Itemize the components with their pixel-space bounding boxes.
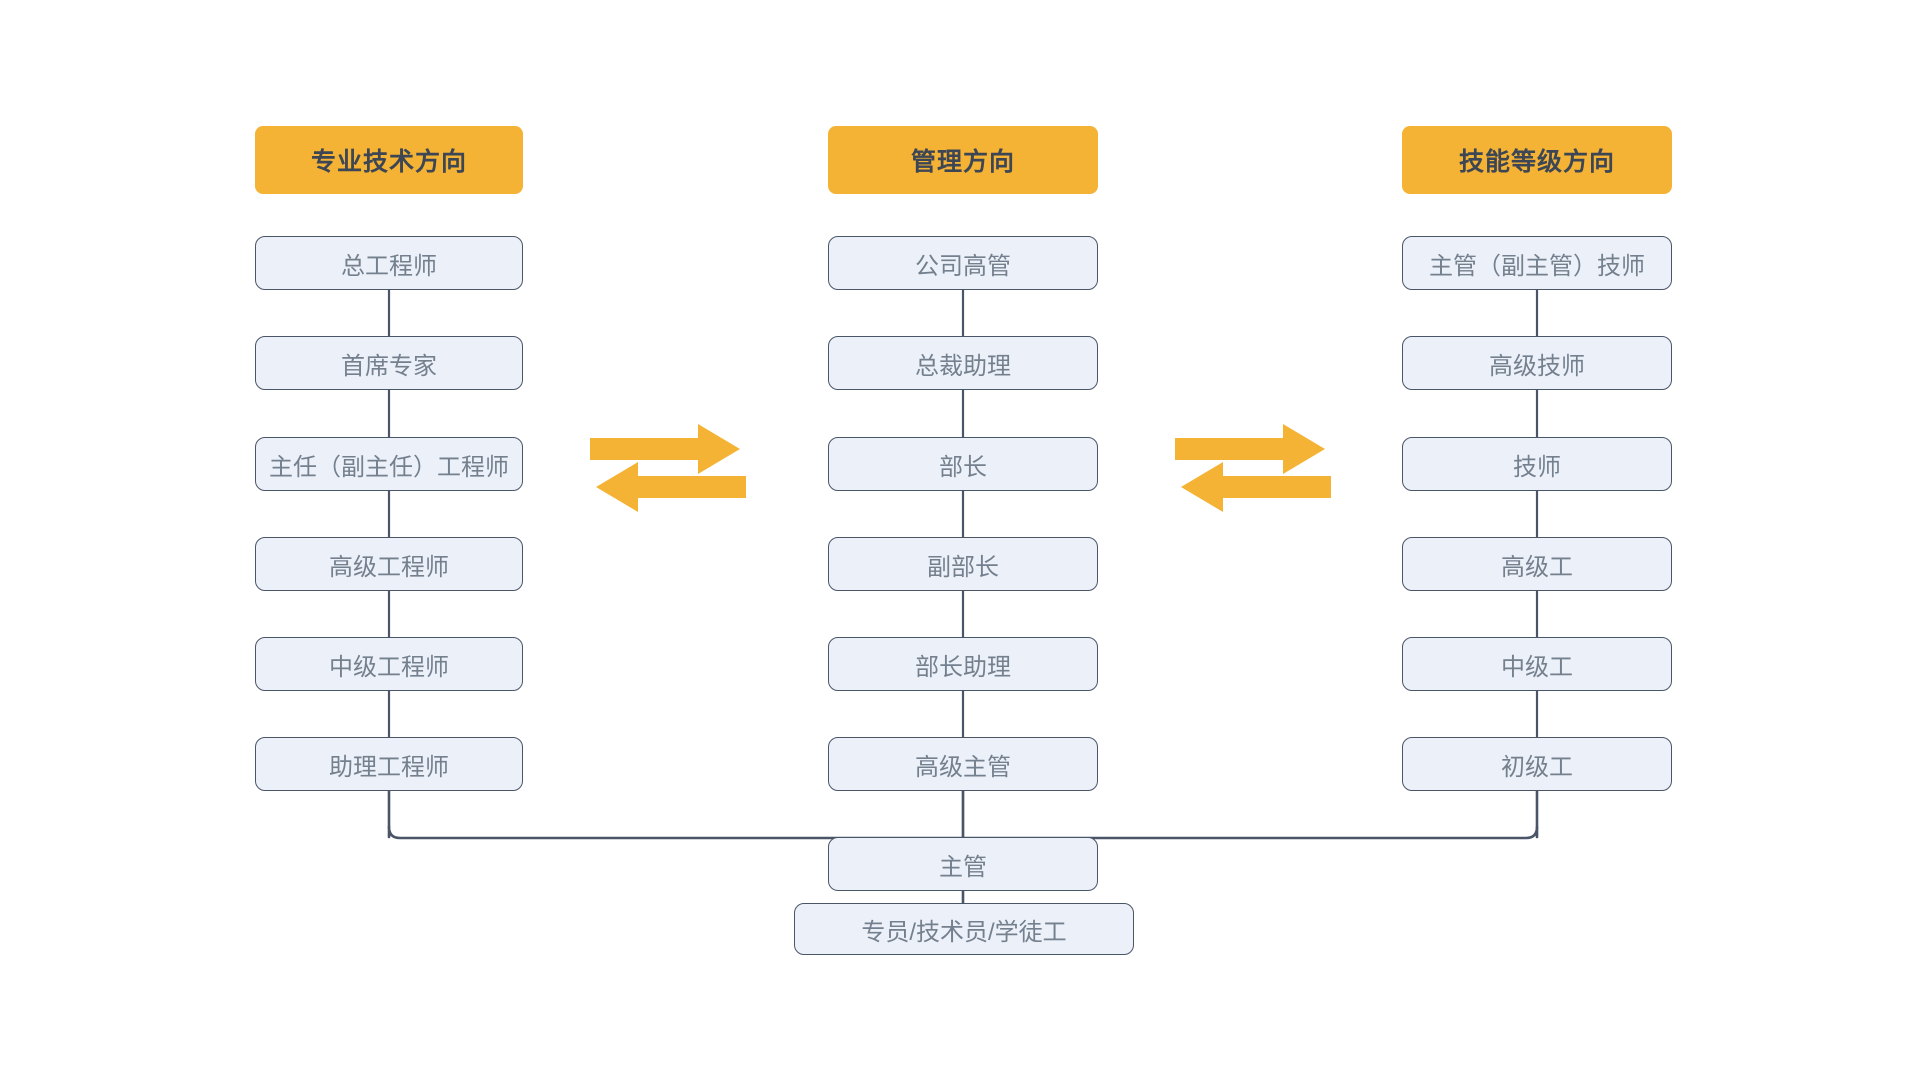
column-header-technical[interactable]: 专业技术方向 bbox=[255, 126, 523, 194]
node-skill-5[interactable]: 初级工 bbox=[1402, 737, 1672, 791]
node-technical-1[interactable]: 首席专家 bbox=[255, 336, 523, 390]
node-technical-4[interactable]: 中级工程师 bbox=[255, 637, 523, 691]
node-management-4[interactable]: 部长助理 bbox=[828, 637, 1098, 691]
node-technical-2[interactable]: 主任（副主任）工程师 bbox=[255, 437, 523, 491]
node-skill-2[interactable]: 技师 bbox=[1402, 437, 1672, 491]
bidirectional-arrow-left-icon[interactable] bbox=[590, 424, 746, 512]
node-technical-5[interactable]: 助理工程师 bbox=[255, 737, 523, 791]
node-skill-1[interactable]: 高级技师 bbox=[1402, 336, 1672, 390]
node-management-0[interactable]: 公司高管 bbox=[828, 236, 1098, 290]
column-header-management[interactable]: 管理方向 bbox=[828, 126, 1098, 194]
node-base-entry[interactable]: 专员/技术员/学徒工 bbox=[794, 903, 1134, 955]
bidirectional-arrow-right-icon[interactable] bbox=[1175, 424, 1331, 512]
node-technical-0[interactable]: 总工程师 bbox=[255, 236, 523, 290]
node-management-2[interactable]: 部长 bbox=[828, 437, 1098, 491]
node-skill-4[interactable]: 中级工 bbox=[1402, 637, 1672, 691]
node-skill-0[interactable]: 主管（副主管）技师 bbox=[1402, 236, 1672, 290]
node-management-1[interactable]: 总裁助理 bbox=[828, 336, 1098, 390]
node-skill-3[interactable]: 高级工 bbox=[1402, 537, 1672, 591]
column-header-skill[interactable]: 技能等级方向 bbox=[1402, 126, 1672, 194]
node-management-5[interactable]: 高级主管 bbox=[828, 737, 1098, 791]
node-management-3[interactable]: 副部长 bbox=[828, 537, 1098, 591]
node-technical-3[interactable]: 高级工程师 bbox=[255, 537, 523, 591]
node-management-6[interactable]: 主管 bbox=[828, 837, 1098, 891]
